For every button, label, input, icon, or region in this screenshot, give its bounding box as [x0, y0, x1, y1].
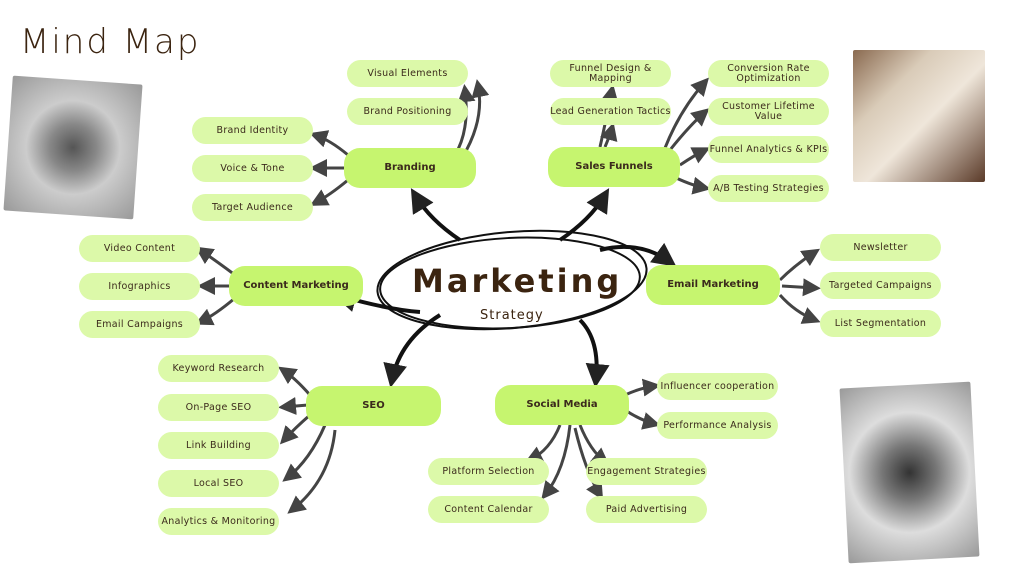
node-email-campaigns[interactable]: Email Campaigns	[79, 311, 200, 338]
node-lead-generation[interactable]: Lead Generation Tactics	[550, 98, 671, 125]
node-engagement-strategies[interactable]: Engagement Strategies	[586, 458, 707, 485]
node-targeted-campaigns[interactable]: Targeted Campaigns	[820, 272, 941, 299]
node-voice-tone[interactable]: Voice & Tone	[192, 155, 313, 182]
node-analytics-monitoring[interactable]: Analytics & Monitoring	[158, 508, 279, 535]
center-title: Marketing	[412, 262, 623, 300]
node-local-seo[interactable]: Local SEO	[158, 470, 279, 497]
node-performance-analysis[interactable]: Performance Analysis	[657, 412, 778, 439]
node-brand-positioning[interactable]: Brand Positioning	[347, 98, 468, 125]
node-platform-selection[interactable]: Platform Selection	[428, 458, 549, 485]
branch-sales-funnels[interactable]: Sales Funnels	[548, 147, 680, 187]
node-list-segmentation[interactable]: List Segmentation	[820, 310, 941, 337]
node-newsletter[interactable]: Newsletter	[820, 234, 941, 261]
notebook-photo	[853, 50, 985, 182]
node-target-audience[interactable]: Target Audience	[192, 194, 313, 221]
branch-email-marketing[interactable]: Email Marketing	[646, 265, 780, 305]
center-subtitle: Strategy	[480, 308, 544, 323]
branch-content-marketing[interactable]: Content Marketing	[229, 266, 363, 306]
node-brand-identity[interactable]: Brand Identity	[192, 117, 313, 144]
node-content-calendar[interactable]: Content Calendar	[428, 496, 549, 523]
node-conversion-rate[interactable]: Conversion Rate Optimization	[708, 60, 829, 87]
branch-seo[interactable]: SEO	[306, 386, 441, 426]
node-ab-testing[interactable]: A/B Testing Strategies	[708, 175, 829, 202]
branch-social-media[interactable]: Social Media	[495, 385, 629, 425]
node-paid-advertising[interactable]: Paid Advertising	[586, 496, 707, 523]
node-on-page-seo[interactable]: On-Page SEO	[158, 394, 279, 421]
node-video-content[interactable]: Video Content	[79, 235, 200, 262]
node-visual-elements[interactable]: Visual Elements	[347, 60, 468, 87]
node-influencer[interactable]: Influencer cooperation	[657, 373, 778, 400]
node-funnel-design[interactable]: Funnel Design & Mapping	[550, 60, 671, 87]
node-keyword-research[interactable]: Keyword Research	[158, 355, 279, 382]
node-customer-lifetime[interactable]: Customer Lifetime Value	[708, 98, 829, 125]
branch-branding[interactable]: Branding	[344, 148, 476, 188]
node-link-building[interactable]: Link Building	[158, 432, 279, 459]
page-title: Mind Map	[20, 22, 201, 62]
node-infographics[interactable]: Infographics	[79, 273, 200, 300]
node-funnel-analytics[interactable]: Funnel Analytics & KPIs	[708, 136, 829, 163]
